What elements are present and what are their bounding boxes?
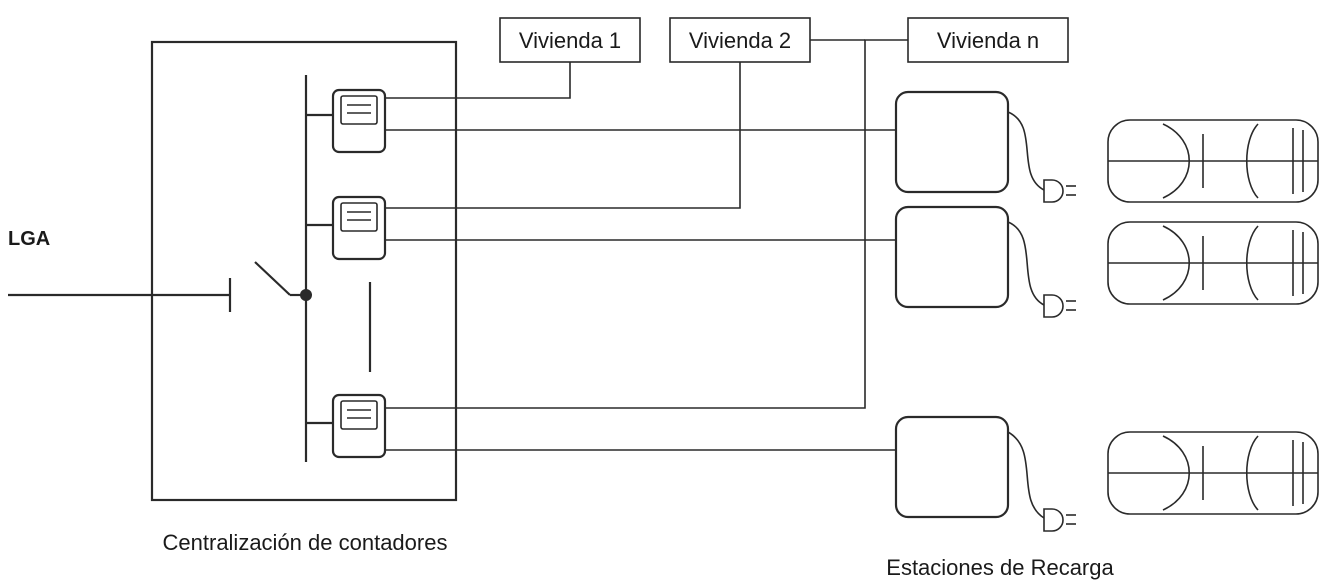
centralizacion-caption: Centralización de contadores [163, 530, 448, 555]
car-2 [1107, 221, 1319, 305]
vivienda-n-label: Vivienda n [937, 28, 1039, 53]
charging-station-2 [894, 205, 1076, 318]
car-n [1107, 431, 1319, 515]
vivienda-1-box: Vivienda 1 [499, 17, 641, 63]
lga-feeder: LGA [8, 228, 232, 312]
charging-station-1 [894, 90, 1076, 203]
charging-station-n [894, 415, 1076, 532]
vivienda-1-label: Vivienda 1 [519, 28, 621, 53]
main-switch [254, 261, 291, 296]
meter-2 [306, 195, 387, 261]
lga-label: LGA [8, 228, 50, 250]
estaciones-caption: Estaciones de Recarga [886, 555, 1114, 580]
vivienda-2-label: Vivienda 2 [689, 28, 791, 53]
vivienda-2-box: Vivienda 2 [669, 17, 811, 63]
house-wiring [385, 39, 908, 409]
car-1 [1107, 119, 1319, 203]
station-wiring [385, 129, 896, 451]
vivienda-n-box: Vivienda n [907, 17, 1069, 63]
meter-1 [306, 88, 387, 154]
meter-n [306, 393, 387, 459]
meter-centralization-box [150, 40, 458, 502]
